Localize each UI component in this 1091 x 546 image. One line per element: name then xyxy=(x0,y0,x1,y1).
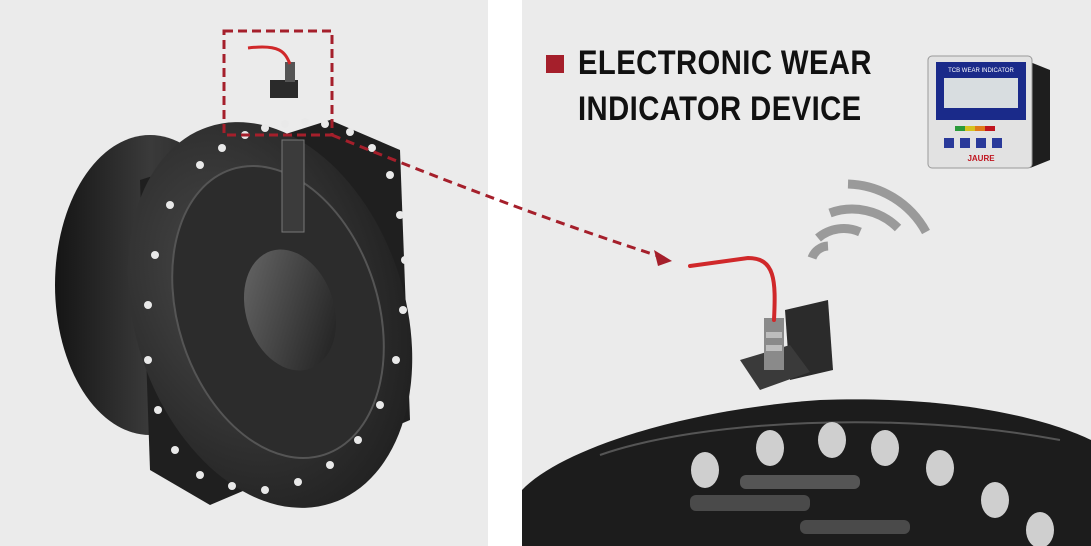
flange-closeup xyxy=(522,399,1091,546)
wear-indicator-device: TCB WEAR INDICATOR JAURE xyxy=(927,55,1050,169)
closeup-pins xyxy=(690,475,910,534)
brake-closeup-right xyxy=(522,255,1091,546)
brake-assembly-left xyxy=(55,45,413,508)
signal-waves-icon xyxy=(807,179,930,260)
device-buttons xyxy=(944,138,1002,148)
sensor-cable-right xyxy=(688,255,777,322)
closeup-bolt-holes xyxy=(691,422,1054,546)
title-block: ELECTRONIC WEAR INDICATOR DEVICE xyxy=(546,40,920,132)
device-screen-label: TCB WEAR INDICATOR xyxy=(948,68,1014,74)
arrow-head-icon xyxy=(654,250,672,266)
highlight-box xyxy=(222,29,334,137)
title-line-1: ELECTRONIC WEAR xyxy=(578,44,872,82)
sensor-cable-left xyxy=(247,45,292,65)
sensor-bracket-left xyxy=(281,139,305,233)
device-display xyxy=(944,78,1018,108)
sensor-body-right xyxy=(764,318,784,370)
device-brand: JAURE xyxy=(967,154,995,163)
flange-edge xyxy=(599,421,1061,456)
sensor-body-left xyxy=(285,62,295,82)
page-title: ELECTRONIC WEAR INDICATOR DEVICE xyxy=(578,40,872,132)
bolt-holes xyxy=(144,118,409,494)
title-square-marker xyxy=(546,55,564,73)
sensor-left xyxy=(270,80,298,98)
title-line-2: INDICATOR DEVICE xyxy=(578,90,862,128)
center-bore xyxy=(243,249,337,371)
